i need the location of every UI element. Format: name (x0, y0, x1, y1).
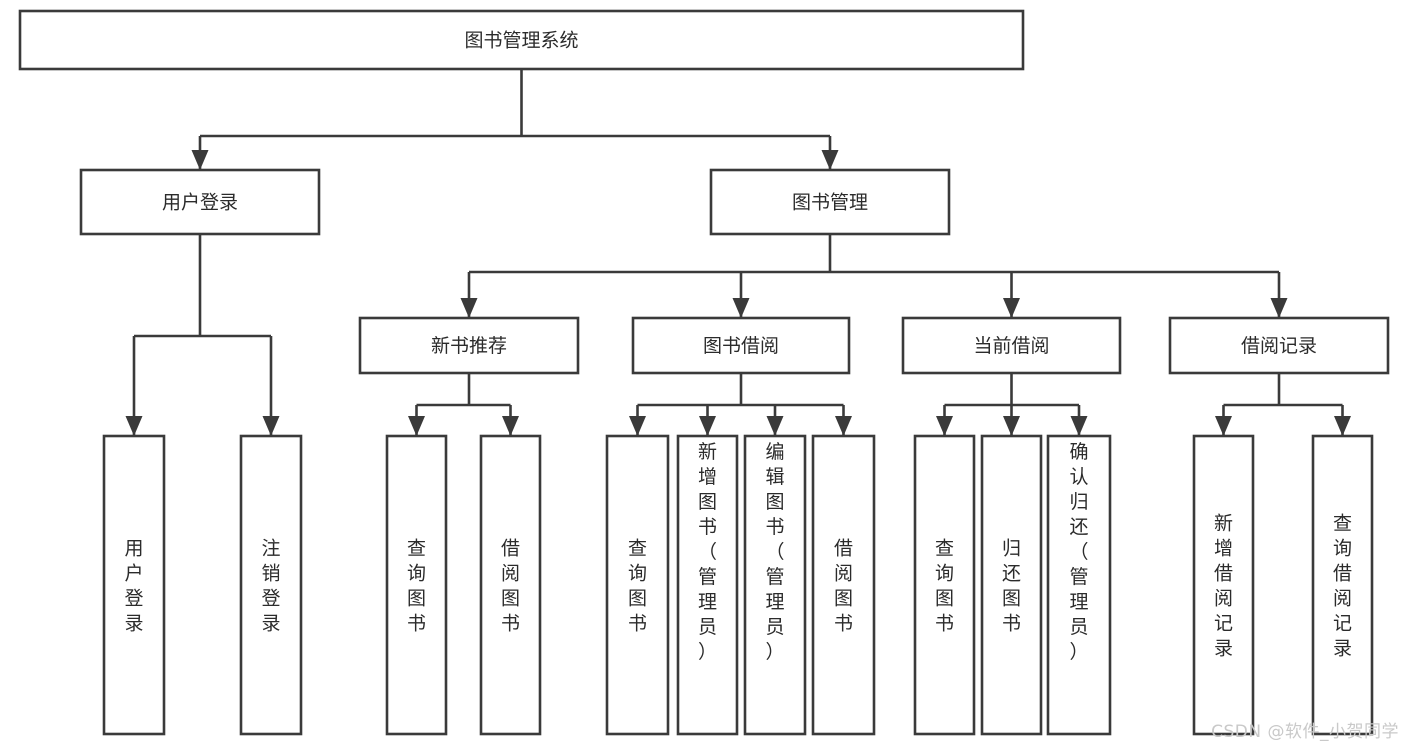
node-label: 查询图书 (407, 538, 426, 635)
node-leaf-10[interactable]: 确认归还（管理员） (1046, 434, 1112, 736)
node-box[interactable] (358, 316, 580, 375)
node-label: 查询借阅记录 (1333, 513, 1352, 660)
node-leaf-12[interactable]: 查询借阅记录 (1311, 434, 1374, 736)
node-root-library-system[interactable]: 图书管理系统 (18, 9, 1025, 71)
arrow-head-icon (502, 416, 519, 436)
node-label: 图书管理 (792, 192, 868, 214)
node-box[interactable] (743, 434, 807, 736)
arrow-head-icon (1003, 416, 1020, 436)
arrow-head-icon (699, 416, 716, 436)
node-box[interactable] (18, 9, 1025, 71)
node-box[interactable] (1168, 316, 1390, 375)
arrow-head-icon (460, 298, 478, 318)
arrow-head-icon (1215, 416, 1232, 436)
node-leaf-8[interactable]: 查询图书 (913, 434, 976, 736)
node-box[interactable] (79, 168, 321, 236)
node-box[interactable] (1192, 434, 1255, 736)
connector-lines (125, 69, 1351, 436)
node-leaf-11[interactable]: 新增借阅记录 (1192, 434, 1255, 736)
node-level3-3[interactable]: 借阅记录 (1168, 316, 1390, 375)
node-box[interactable] (709, 168, 951, 236)
node-boxes: 图书管理系统用户登录图书管理新书推荐图书借阅当前借阅借阅记录用户登录注销登录查询… (18, 9, 1390, 736)
node-box[interactable] (631, 316, 851, 375)
arrow-head-icon (262, 416, 280, 436)
node-box[interactable] (901, 316, 1122, 375)
node-leaf-1[interactable]: 注销登录 (239, 434, 303, 736)
node-label: 用户登录 (124, 538, 143, 635)
node-label: 新书推荐 (431, 335, 507, 357)
arrow-head-icon (766, 416, 784, 436)
arrow-head-icon (732, 298, 750, 318)
node-label: 用户登录 (162, 192, 238, 214)
arrow-head-icon (125, 416, 143, 436)
node-level2-1[interactable]: 图书管理 (709, 168, 951, 236)
node-box[interactable] (239, 434, 303, 736)
node-label: 借阅图书 (834, 538, 853, 635)
arrow-head-icon (408, 416, 425, 436)
node-box[interactable] (913, 434, 976, 736)
node-level2-0[interactable]: 用户登录 (79, 168, 321, 236)
arrow-head-icon (1003, 298, 1020, 318)
node-label: 新增图书（管理员） (698, 441, 717, 663)
node-label: 当前借阅 (973, 335, 1049, 357)
node-level3-1[interactable]: 图书借阅 (631, 316, 851, 375)
node-label: 查询图书 (628, 538, 647, 635)
node-leaf-5[interactable]: 新增图书（管理员） (676, 434, 739, 736)
node-box[interactable] (479, 434, 542, 736)
arrow-head-icon (1270, 298, 1288, 318)
node-level3-0[interactable]: 新书推荐 (358, 316, 580, 375)
node-label: 新增借阅记录 (1214, 513, 1233, 660)
node-leaf-4[interactable]: 查询图书 (605, 434, 670, 736)
node-box[interactable] (676, 434, 739, 736)
arrow-head-icon (1070, 416, 1088, 436)
node-label: 借阅记录 (1241, 335, 1317, 357)
node-box[interactable] (811, 434, 876, 736)
node-leaf-3[interactable]: 借阅图书 (479, 434, 542, 736)
node-label: 注销登录 (261, 538, 280, 635)
node-leaf-2[interactable]: 查询图书 (385, 434, 448, 736)
node-leaf-9[interactable]: 归还图书 (980, 434, 1043, 736)
node-label: 图书管理系统 (464, 30, 578, 52)
node-box[interactable] (1046, 434, 1112, 736)
node-label: 编辑图书（管理员） (765, 441, 784, 663)
node-level3-2[interactable]: 当前借阅 (901, 316, 1122, 375)
arrow-head-icon (835, 416, 852, 436)
node-label: 图书借阅 (703, 335, 779, 357)
arrow-head-icon (821, 150, 839, 170)
node-label: 确认归还（管理员） (1069, 441, 1088, 663)
node-box[interactable] (1311, 434, 1374, 736)
node-box[interactable] (385, 434, 448, 736)
arrow-head-icon (1334, 416, 1351, 436)
node-leaf-0[interactable]: 用户登录 (102, 434, 166, 736)
node-box[interactable] (980, 434, 1043, 736)
node-label: 查询图书 (935, 538, 954, 635)
node-label: 借阅图书 (501, 538, 520, 635)
node-leaf-6[interactable]: 编辑图书（管理员） (743, 434, 807, 736)
node-leaf-7[interactable]: 借阅图书 (811, 434, 876, 736)
arrow-head-icon (936, 416, 953, 436)
node-box[interactable] (102, 434, 166, 736)
arrow-head-icon (629, 416, 646, 436)
node-label: 归还图书 (1002, 538, 1021, 635)
node-box[interactable] (605, 434, 670, 736)
arrow-head-icon (191, 150, 209, 170)
